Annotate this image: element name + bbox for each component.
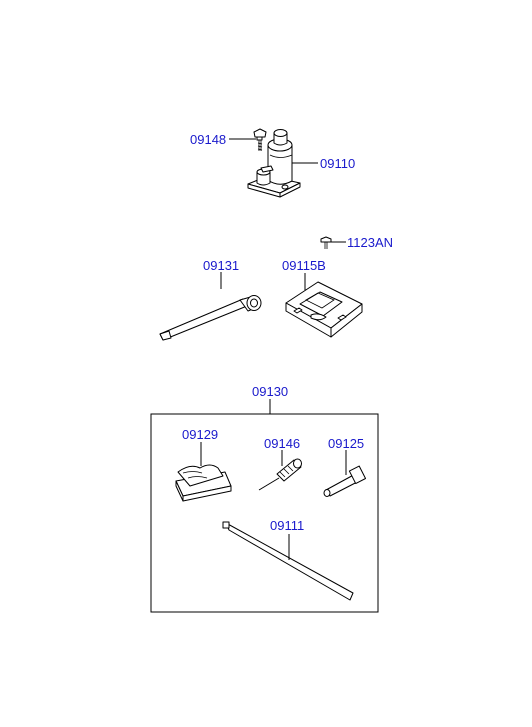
bolt-1123an-icon[interactable] [320, 236, 332, 249]
part-label-1123an[interactable]: 1123AN [347, 235, 394, 250]
tool-bag-09129-icon[interactable] [175, 464, 232, 502]
part-label-09148[interactable]: 09148 [190, 132, 227, 147]
part-label-09146[interactable]: 09146 [264, 436, 301, 451]
part-label-09130[interactable]: 09130 [252, 384, 289, 399]
jack-bracket-09115b-icon[interactable] [285, 281, 363, 338]
jack-handle-bar-09111-icon[interactable] [222, 521, 354, 601]
part-label-09111[interactable]: 09111 [270, 518, 305, 533]
jack-adapter-09125-icon[interactable] [323, 465, 367, 497]
screwdriver-09146-icon[interactable] [258, 458, 302, 491]
part-label-09129[interactable]: 09129 [182, 427, 219, 442]
tool-kit-box-09130 [150, 413, 379, 613]
lug-wrench-09131-icon[interactable] [159, 295, 262, 341]
part-label-09131[interactable]: 09131 [203, 258, 240, 273]
bottle-jack-09110-icon[interactable] [247, 129, 301, 198]
part-label-09110[interactable]: 09110 [320, 156, 356, 171]
part-label-09115b[interactable]: 09115B [282, 258, 326, 273]
bolt-09148-icon[interactable] [253, 128, 267, 151]
part-label-09125[interactable]: 09125 [328, 436, 365, 451]
